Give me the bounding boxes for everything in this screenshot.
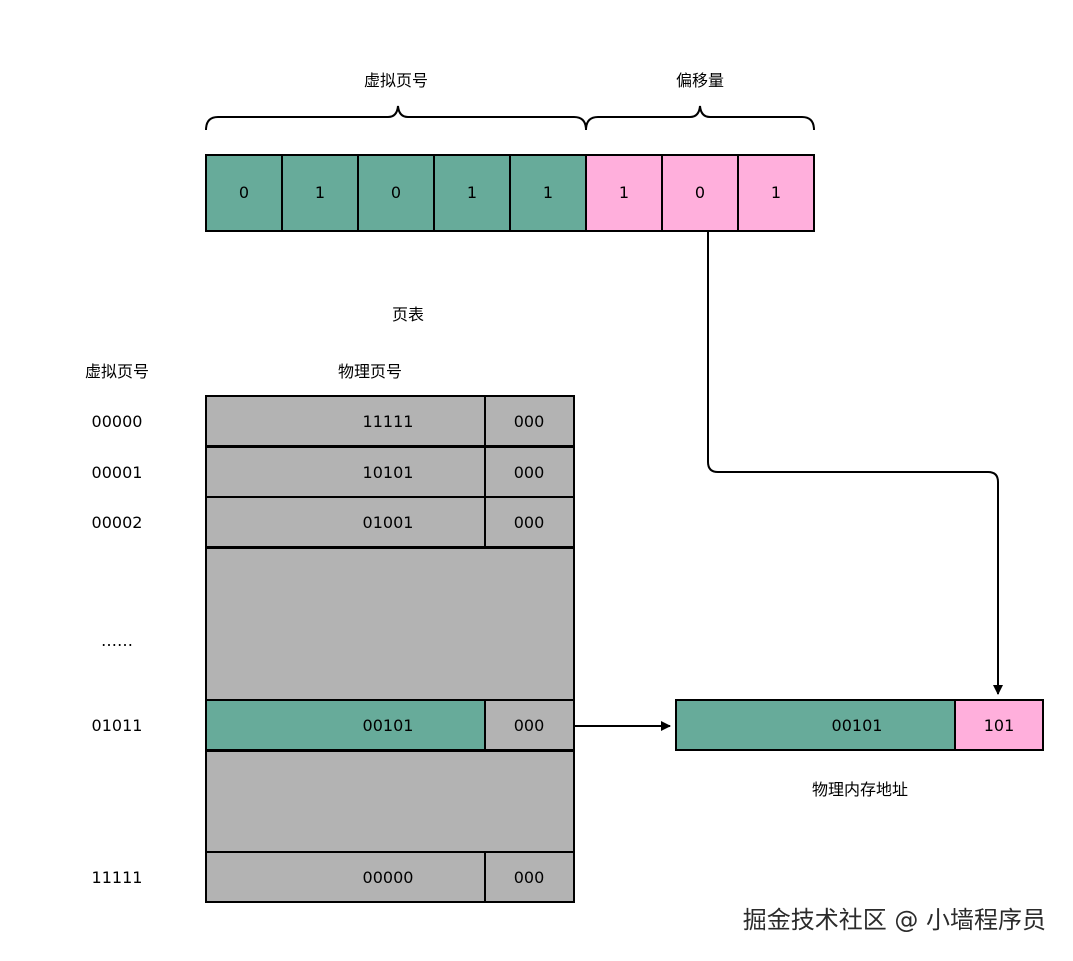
bit-cell-vpn bbox=[357, 154, 435, 232]
vpn-column-label: 虚拟页号 bbox=[85, 362, 149, 381]
virtual-address-bits: 0 1 0 1 1 1 0 1 bbox=[205, 154, 815, 232]
table-flags-value: 000 bbox=[514, 716, 545, 735]
table-vpn-label: 00001 bbox=[92, 463, 143, 482]
bit-cell-vpn bbox=[205, 154, 283, 232]
table-ppn-cell bbox=[205, 699, 486, 751]
table-ppn-value: 00000 bbox=[363, 868, 414, 887]
bit-cell-offset bbox=[661, 154, 739, 232]
table-gap-block bbox=[205, 750, 575, 853]
table-ppn-value: 01001 bbox=[363, 513, 414, 532]
table-ppn-value: 11111 bbox=[363, 412, 414, 431]
offset-brace bbox=[585, 105, 815, 131]
table-flags-value: 000 bbox=[514, 513, 545, 532]
table-flags-cell bbox=[484, 496, 575, 548]
table-vpn-label: 11111 bbox=[92, 868, 143, 887]
bit-value: 1 bbox=[315, 183, 325, 202]
page-table-title: 页表 bbox=[392, 305, 424, 324]
table-ppn-cell bbox=[205, 446, 486, 498]
table-ppn-cell bbox=[205, 496, 486, 548]
table-flags-value: 000 bbox=[514, 868, 545, 887]
offset-header-label: 偏移量 bbox=[676, 71, 724, 90]
bit-value: 1 bbox=[543, 183, 553, 202]
bit-cell-offset bbox=[737, 154, 815, 232]
table-vpn-label: 00000 bbox=[92, 412, 143, 431]
offset-arrow bbox=[707, 231, 1003, 695]
table-flags-cell bbox=[484, 699, 575, 751]
table-ppn-value: 10101 bbox=[363, 463, 414, 482]
bit-value: 0 bbox=[239, 183, 249, 202]
bit-value: 1 bbox=[619, 183, 629, 202]
table-vpn-label: 01011 bbox=[92, 716, 143, 735]
table-ppn-cell bbox=[205, 851, 486, 903]
table-flags-value: 000 bbox=[514, 463, 545, 482]
physical-ppn-value: 00101 bbox=[832, 716, 883, 735]
bit-cell-vpn bbox=[281, 154, 359, 232]
table-flags-value: 000 bbox=[514, 412, 545, 431]
physical-ppn-cell bbox=[675, 699, 956, 751]
table-ppn-value: 00101 bbox=[363, 716, 414, 735]
physical-address-label: 物理内存地址 bbox=[812, 780, 908, 799]
table-flags-cell bbox=[484, 446, 575, 498]
physical-offset-cell bbox=[954, 699, 1044, 751]
bit-value: 1 bbox=[467, 183, 477, 202]
physical-address: 00101 101 bbox=[675, 699, 1044, 751]
watermark: 掘金技术社区 @ 小墙程序员 bbox=[743, 906, 1046, 934]
table-flags-cell bbox=[484, 851, 575, 903]
vpn-brace bbox=[205, 105, 587, 131]
bit-value: 1 bbox=[771, 183, 781, 202]
bit-value: 0 bbox=[695, 183, 705, 202]
ppn-column-label: 物理页号 bbox=[338, 362, 402, 381]
bit-value: 0 bbox=[391, 183, 401, 202]
table-gap-block bbox=[205, 547, 575, 701]
vpn-header-label: 虚拟页号 bbox=[364, 71, 428, 90]
table-vpn-label: 00002 bbox=[92, 513, 143, 532]
physical-offset-value: 101 bbox=[984, 716, 1015, 735]
bit-cell-vpn bbox=[509, 154, 587, 232]
table-ellipsis: …… bbox=[101, 631, 133, 650]
table-ppn-cell bbox=[205, 395, 486, 447]
bit-cell-offset bbox=[585, 154, 663, 232]
